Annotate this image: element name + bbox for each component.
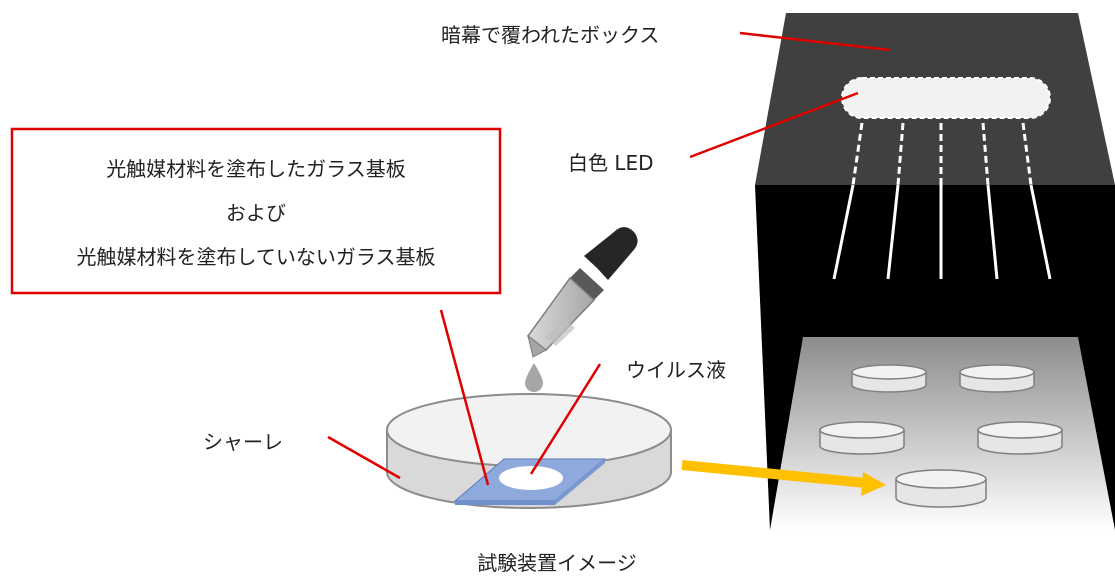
petri-dish-group xyxy=(819,364,1063,508)
virus-droplet-spot xyxy=(499,466,563,490)
led-leader-line xyxy=(689,91,859,159)
caption: 試験装置イメージ xyxy=(477,551,637,575)
glass-label-line3: 光触媒材料を塗布していないガラス基板 xyxy=(77,245,436,269)
dish-leader-line xyxy=(327,435,401,480)
led-label: 白色 LED xyxy=(568,151,654,175)
virus-leader-line xyxy=(529,363,602,475)
inner-dish xyxy=(819,421,905,455)
inner-dish xyxy=(959,364,1035,393)
dish-label: シャーレ xyxy=(203,430,283,454)
arrow-icon xyxy=(681,460,886,496)
inner-dish xyxy=(851,364,927,393)
box-leader-line xyxy=(739,31,891,52)
inner-dish xyxy=(977,421,1063,455)
led-light-icon xyxy=(841,77,1051,119)
light-rays xyxy=(832,122,1052,280)
glass-label-line1: 光触媒材料を塗布したガラス基板 xyxy=(106,157,406,181)
inner-dish xyxy=(895,469,987,508)
glass-leader-line xyxy=(439,309,490,486)
glass-label-box xyxy=(10,127,502,295)
box-label: 暗幕で覆われたボックス xyxy=(441,23,659,47)
droplet-icon xyxy=(525,363,543,392)
dropper-icon xyxy=(526,227,638,358)
glass-label-line2: および xyxy=(226,201,286,225)
leader-lines xyxy=(327,31,891,486)
virus-label: ウイルス液 xyxy=(626,358,726,382)
